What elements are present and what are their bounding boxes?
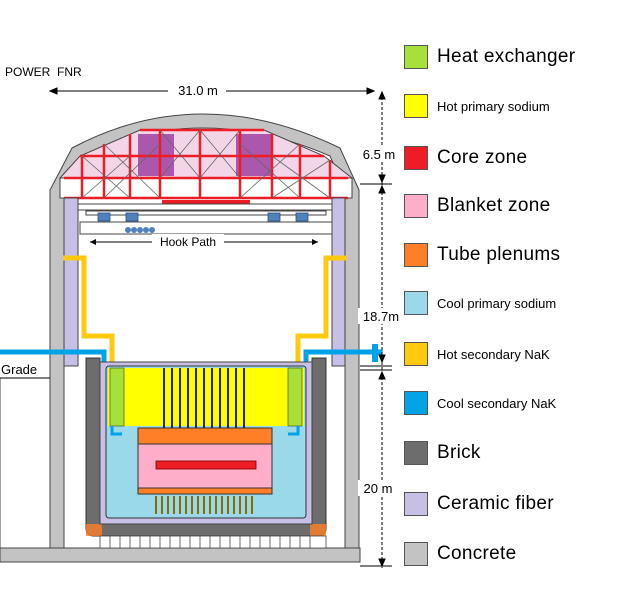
crane-assembly: Hook Path [79,210,333,249]
foundation-grid [99,535,327,549]
width-dimension: 31.0 m [178,83,218,98]
legend-swatch [404,291,428,315]
legend-item-cool-primary-sodium: Cool primary sodium [404,290,556,316]
legend-swatch [404,45,428,69]
legend-item-ceramic-fiber: Ceramic fiber [404,491,554,517]
legend-swatch [404,391,428,415]
legend-item-heat-exchanger: Heat exchanger [404,44,575,70]
legend-swatch [404,146,428,170]
diagram-title: POWER FNR [5,65,82,79]
legend-item-hot-secondary-nak: Hot secondary NaK [404,341,550,367]
secondary-nak-piping [0,255,383,365]
legend: Heat exchanger Hot primary sodium Core z… [404,0,627,589]
ceramic-fiber-lining [63,197,346,367]
legend-swatch [404,441,428,465]
legend-label: Cool secondary NaK [437,395,557,411]
grade-label: Grade [1,362,37,377]
legend-swatch [404,492,428,516]
legend-swatch [404,94,428,118]
legend-item-concrete: Concrete [404,541,517,567]
reactor-vessel [85,357,327,537]
legend-item-tube-plenums: Tube plenums [404,242,560,268]
legend-swatch [404,194,428,218]
legend-label: Cool primary sodium [437,295,557,311]
nak-inlet-marker [372,344,378,362]
legend-label: Ceramic fiber [437,493,554,514]
legend-label: Hot secondary NaK [437,346,550,362]
legend-item-cool-secondary-nak: Cool secondary NaK [404,390,556,416]
legend-item-hot-primary-sodium: Hot primary sodium [404,93,550,119]
legend-item-blanket-zone: Blanket zone [404,193,550,219]
legend-label: Concrete [437,543,517,564]
lower-height-dimension: 20 m [364,481,393,496]
legend-item-core-zone: Core zone [404,145,527,171]
legend-swatch [404,342,428,366]
legend-swatch [404,542,428,566]
legend-label: Brick [437,442,481,463]
legend-item-brick: Brick [404,440,481,466]
legend-label: Tube plenums [437,244,561,265]
legend-label: Blanket zone [437,195,551,216]
dome-height-dimension: 6.5 m [363,147,396,162]
upper-height-dimension: 18.7m [363,309,399,324]
legend-label: Heat exchanger [437,46,576,67]
legend-swatch [404,243,428,267]
hook-path-label: Hook Path [160,235,216,249]
legend-label: Hot primary sodium [437,98,550,114]
legend-label: Core zone [437,147,528,168]
